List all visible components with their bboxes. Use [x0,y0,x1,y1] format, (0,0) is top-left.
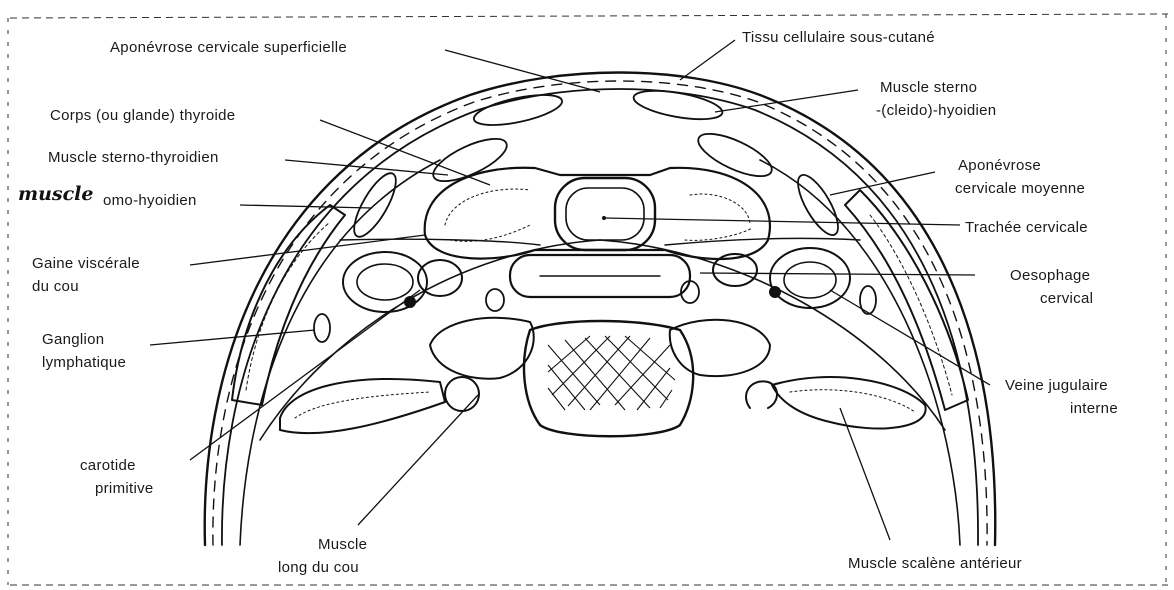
label-long-cou-line2: long du cou [278,559,359,576]
left-longus-colli [430,318,534,379]
leader-corps-thyroide [320,120,490,185]
trachea-lumen [566,188,644,240]
label-trachee: Trachée cervicale [965,219,1088,236]
left-scalene [280,379,445,433]
vertebral-hatching [548,336,675,410]
right-jugular-vein [770,248,850,308]
right-omo-hyoid [791,170,846,241]
label-scalene: Muscle scalène antérieur [848,555,1022,572]
label-muscle-sterno-line1: Muscle sterno [880,79,977,96]
left-transverse-process [445,377,479,411]
right-jugular-inner [784,262,836,298]
left-lymph-node [314,314,330,342]
leader-veine-jugulaire [830,290,990,385]
leader-aponevrose-superficielle [445,50,600,92]
right-longus-colli [670,320,770,376]
label-oesophage-line1: Oesophage [1010,267,1090,284]
label-carotide-line1: carotide [80,457,136,474]
right-sterno-hyoid [632,85,725,124]
leader-sterno-thyroidien [285,160,448,175]
thyroid-gland [425,168,770,259]
label-ganglion-line2: lymphatique [42,354,126,371]
leader-muscle-sterno [715,90,858,112]
right-scalene [772,377,926,428]
label-veine-line1: Veine jugulaire [1005,377,1108,394]
thyroid-texture [445,189,752,241]
vertebral-body [524,321,693,436]
label-muscle-sterno-line2: -(cleido)-hyoidien [876,102,996,119]
leader-long-du-cou [358,395,478,525]
inner-fascia-lines [240,160,960,545]
label-carotide-line2: primitive [95,480,154,497]
label-long-cou-line1: Muscle [318,536,367,553]
leader-oesophage [700,273,975,275]
label-ganglion-line1: Ganglion [42,331,104,348]
frame-top [10,14,1168,18]
label-gaine-line2: du cou [32,278,79,295]
label-sterno-thyroidien: Muscle sterno-thyroidien [48,149,219,166]
right-scalene-texture [790,390,915,412]
label-aponevrose-superficielle: Aponévrose cervicale superficielle [110,39,347,56]
label-gaine-line1: Gaine viscérale [32,255,140,272]
left-small-node [486,289,504,311]
anatomical-drawing [205,73,996,546]
label-aponevrose-moyenne-line2: cervicale moyenne [955,180,1085,197]
label-aponevrose-moyenne-line1: Aponévrose [958,157,1041,174]
left-sterno-hyoid [471,89,564,131]
left-jugular-inner [357,264,413,300]
label-veine-line2: interne [1070,400,1118,417]
label-oesophage-line2: cervical [1040,290,1093,307]
label-corps-thyroide: Corps (ou glande) thyroide [50,107,235,124]
right-sterno-thyroid [693,125,777,184]
label-omo-hyoidien: omo-hyoidien [103,192,197,209]
leader-tissu-cellulaire [680,40,735,80]
label-tissu-cellulaire: Tissu cellulaire sous-cutané [742,29,935,46]
prevertebral-fascia [260,240,945,440]
skin-outline [205,73,996,546]
handwritten-note: muscle [18,183,94,205]
